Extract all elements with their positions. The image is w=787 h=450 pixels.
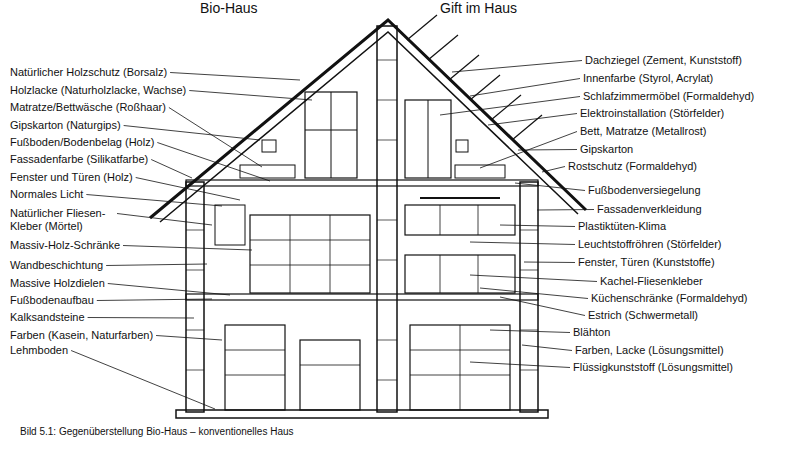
leader-line — [151, 160, 192, 179]
part-label: Dachziegel (Zement, Kunststoff) — [585, 54, 742, 67]
leader-line — [86, 195, 222, 207]
leader-line — [170, 73, 300, 81]
part-label: Plastiktüten-Klima — [578, 220, 666, 233]
part-label: Natürlicher Holzschutz (Borsalz) — [10, 66, 167, 79]
part-label: Normales Licht — [10, 188, 83, 201]
part-label: Schlafzimmermöbel (Formaldehyd) — [583, 90, 754, 103]
leader-line — [542, 167, 565, 173]
leader-line — [537, 209, 594, 211]
part-label: Fassadenfarbe (Silikatfarbe) — [10, 153, 148, 166]
leader-line — [500, 225, 575, 227]
leader-line — [470, 275, 597, 282]
leader-line — [156, 336, 222, 341]
part-label: Bett, Matratze (Metallrost) — [580, 125, 707, 138]
leader-line — [470, 79, 580, 97]
leader-line — [500, 297, 585, 316]
leader-line — [490, 330, 570, 333]
part-label: Farben, Lacke (Lösungsmittel) — [575, 344, 724, 357]
part-label: Küchenschränke (Formaldehyd) — [591, 292, 748, 305]
part-label: Elektroinstallation (Störfelder) — [580, 107, 724, 120]
part-label: Natürlicher Fliesen- Kleber (Mörtel) — [10, 207, 120, 233]
leader-line — [518, 149, 577, 151]
part-label: Leuchtstoffröhren (Störfelder) — [578, 238, 721, 251]
part-label: Fenster, Türen (Kunststoffe) — [578, 256, 715, 269]
leader-line — [106, 264, 207, 266]
part-label: Massiv-Holz-Schränke — [10, 239, 120, 252]
leader-line — [452, 61, 582, 73]
leader-line — [488, 114, 577, 126]
part-label: Fenster und Türen (Holz) — [10, 171, 133, 184]
leader-line — [515, 183, 585, 191]
leader-line — [522, 345, 572, 351]
part-label: Innenfarbe (Styrol, Acrylat) — [583, 72, 713, 85]
leader-line — [108, 284, 230, 296]
part-label: Lehmboden — [10, 344, 68, 357]
part-label: Fassadenverkleidung — [597, 203, 702, 216]
leader-line — [123, 246, 252, 251]
leader-line — [470, 362, 570, 368]
part-label: Fußbodenaufbau — [10, 294, 94, 307]
part-label: Blähton — [573, 326, 610, 339]
part-label: Fußbodenversiegelung — [588, 184, 701, 197]
part-label: Fußboden/Bodenbelag (Holz) — [10, 136, 154, 149]
leader-line — [169, 108, 262, 168]
leader-line — [157, 143, 270, 182]
leader-line — [189, 91, 312, 101]
part-label: Matratze/Bettwäsche (Roßhaar) — [10, 101, 166, 114]
leader-line — [524, 262, 575, 264]
part-label: Wandbeschichtung — [10, 259, 103, 272]
part-label: Gipskarton (Naturgips) — [10, 119, 121, 132]
leader-line — [136, 178, 240, 201]
leader-line — [97, 299, 212, 301]
part-label: Rostschutz (Formaldehyd) — [568, 160, 697, 173]
column-heading: Bio-Haus — [200, 0, 258, 16]
part-label: Kachel-Fliesenkleber — [600, 275, 703, 288]
leader-line — [440, 97, 580, 116]
leader-line — [470, 242, 575, 245]
leader-line — [117, 214, 212, 226]
part-label: Kalksandsteine — [10, 311, 85, 324]
part-label: Flüssigkunststoff (Lösungsmittel) — [573, 361, 733, 374]
column-heading: Gift im Haus — [440, 0, 517, 16]
part-label: Holzlacke (Naturholzlacke, Wachse) — [10, 84, 186, 97]
leader-line — [71, 351, 215, 410]
leader-line — [480, 288, 588, 299]
part-label: Gipskarton — [580, 143, 633, 156]
part-label: Farben (Kasein, Naturfarben) — [10, 329, 153, 342]
part-label: Estrich (Schwermetall) — [588, 309, 698, 322]
part-label: Massive Holzdielen — [10, 277, 105, 290]
figure-caption: Bild 5.1: Gegenüberstellung Bio-Haus – k… — [20, 426, 294, 438]
leader-line — [480, 132, 577, 169]
leader-line — [88, 317, 194, 319]
